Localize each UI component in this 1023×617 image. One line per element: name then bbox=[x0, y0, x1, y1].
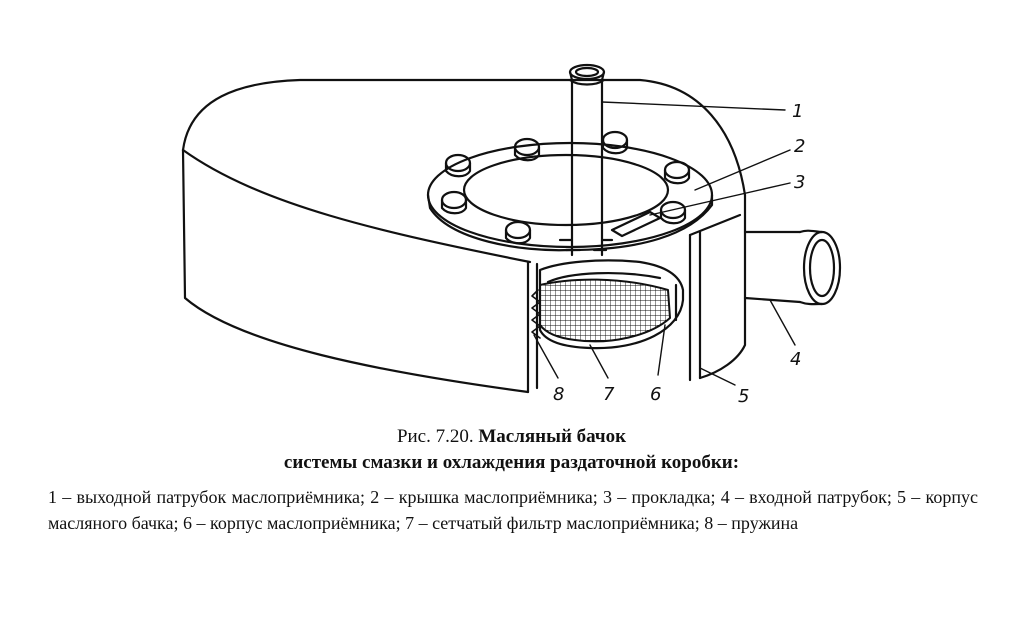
bolt bbox=[663, 160, 691, 185]
bolt bbox=[504, 220, 532, 245]
bolt bbox=[444, 153, 472, 178]
bolt bbox=[601, 130, 629, 155]
tank-body bbox=[181, 78, 747, 394]
flange-cover bbox=[426, 141, 714, 252]
spring bbox=[531, 289, 541, 339]
oil-tank-drawing: 1 2 3 4 5 6 7 8 bbox=[181, 63, 842, 407]
caption-line-1: Рис. 7.20. Масляный бачок bbox=[0, 424, 1023, 450]
flange-bolts bbox=[440, 130, 691, 245]
callout-1: 1 bbox=[792, 101, 803, 122]
gasket bbox=[610, 210, 662, 238]
outlet-pipe bbox=[558, 63, 614, 257]
bolt bbox=[513, 137, 541, 162]
figure-caption: Рис. 7.20. Масляный бачок системы смазки… bbox=[0, 424, 1023, 476]
bolt bbox=[659, 200, 687, 225]
caption-title-line-2: системы смазки и охлаждения раздаточной … bbox=[283, 452, 740, 473]
leader-lines bbox=[533, 101, 796, 386]
figure-legend: 1 – выходной патрубок маслоприёмника; 2 … bbox=[48, 487, 978, 533]
callout-6: 6 bbox=[650, 384, 661, 405]
caption-prefix: Рис. 7.20. bbox=[396, 426, 474, 447]
callout-7: 7 bbox=[603, 384, 615, 405]
inlet-pipe bbox=[743, 229, 842, 306]
callout-8: 8 bbox=[553, 384, 564, 405]
callout-4: 4 bbox=[790, 349, 801, 370]
caption-title-line-1: Масляный бачок bbox=[478, 426, 627, 447]
callout-5: 5 bbox=[738, 386, 749, 407]
receiver-housing bbox=[538, 259, 685, 350]
mesh-filter bbox=[539, 278, 671, 343]
callout-3: 3 bbox=[794, 172, 805, 193]
callout-2: 2 bbox=[794, 136, 805, 157]
bolt bbox=[440, 190, 468, 215]
